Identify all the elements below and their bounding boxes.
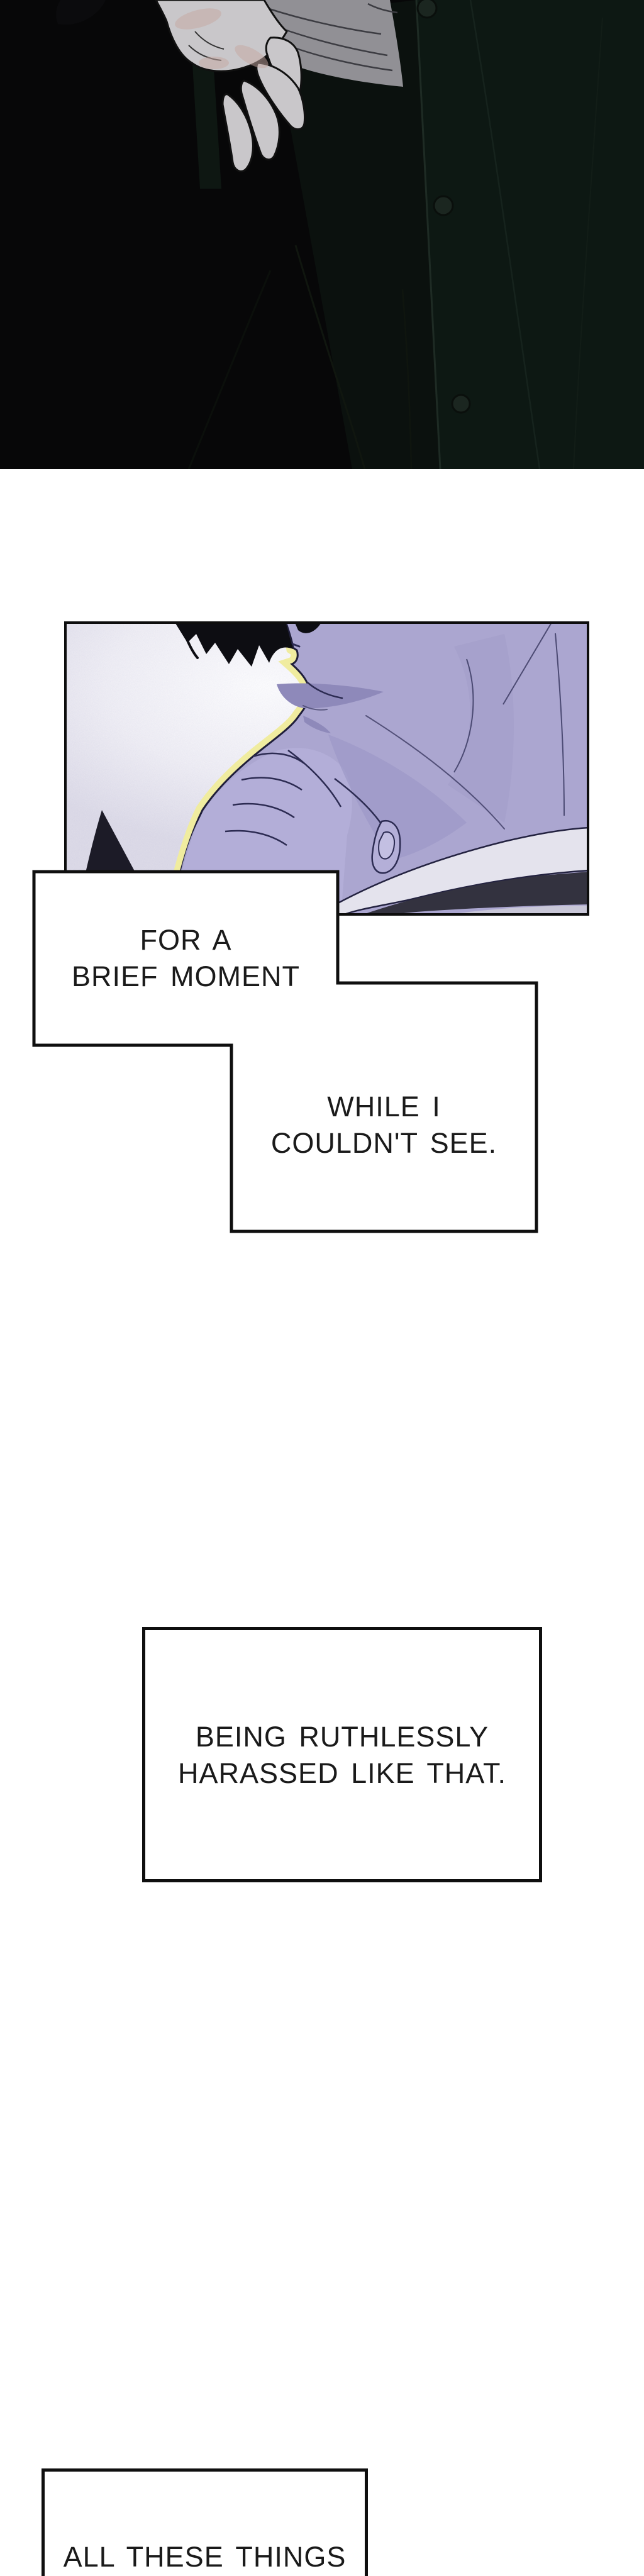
caption-line: COULDN'T SEE. [270, 1127, 497, 1159]
caption-line: ALL THESE THINGS [63, 2541, 347, 2573]
caption-line: BEING RUTHLESSLY [195, 1721, 489, 1753]
caption-text: WHILE I COULDN'T SEE. [231, 1089, 536, 1162]
panel-face-closeup [64, 621, 589, 916]
caption-callout-merged [32, 870, 538, 1233]
caption-line: BRIEF MOMENT [72, 960, 300, 992]
caption-text: ALL THESE THINGS [42, 2539, 368, 2575]
caption-text: BEING RUTHLESSLY HARASSED LIKE THAT. [142, 1719, 542, 1792]
caption-text: FOR A BRIEF MOMENT [34, 922, 338, 995]
panel-dark-scene [0, 0, 644, 469]
caption-box [142, 1627, 542, 1882]
caption-box [42, 2468, 368, 2576]
caption-line: WHILE I [327, 1091, 441, 1123]
caption-line: FOR A [140, 924, 232, 956]
caption-line: HARASSED LIKE THAT. [178, 1757, 506, 1789]
